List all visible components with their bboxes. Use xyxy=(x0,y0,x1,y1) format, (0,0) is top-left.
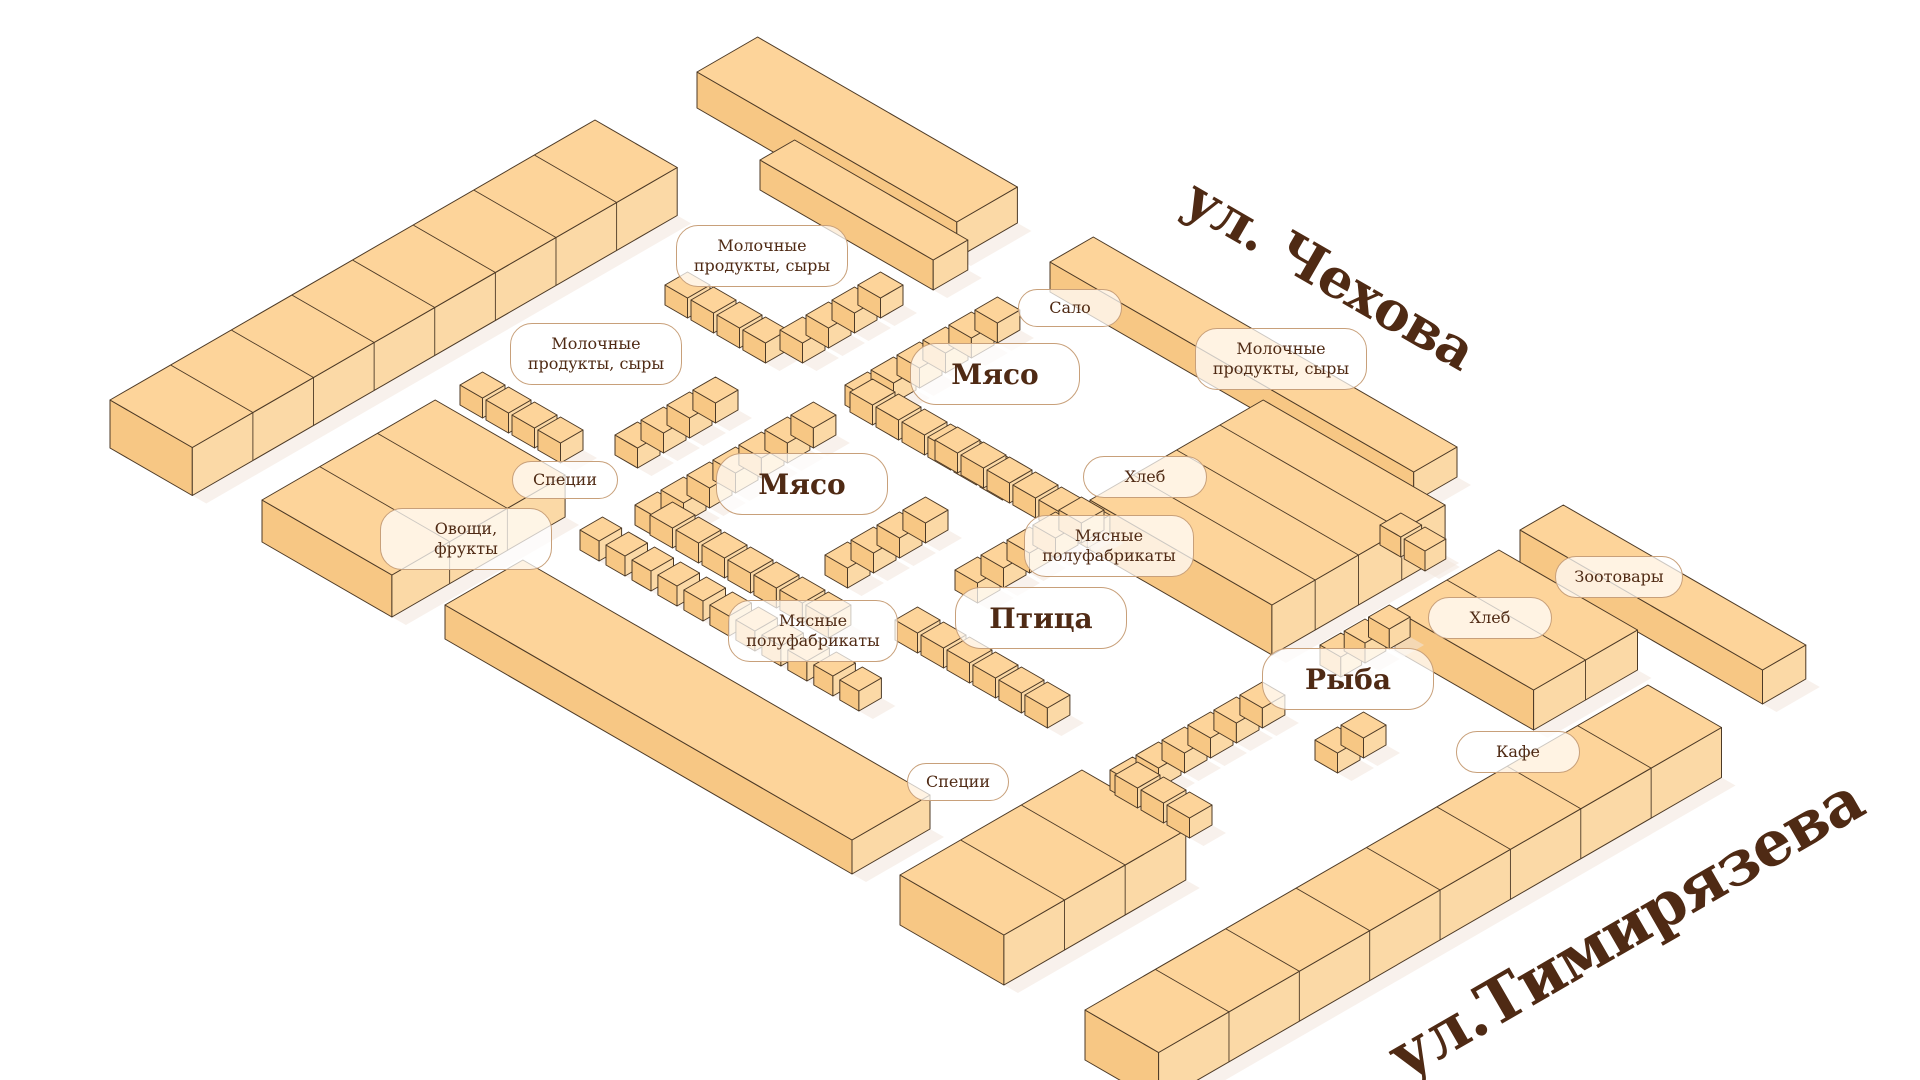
block-shadow xyxy=(802,350,839,371)
stall xyxy=(1140,776,1187,804)
stall xyxy=(875,393,922,421)
stall xyxy=(701,531,748,559)
stall xyxy=(485,386,532,414)
stall xyxy=(1114,761,1161,789)
label-poultry[interactable]: Птица xyxy=(955,587,1127,649)
hall-top xyxy=(696,36,1018,223)
stall xyxy=(579,516,623,542)
label-semi-meat-left[interactable]: Мясные полуфабрикаты xyxy=(728,600,898,662)
label-meat-left[interactable]: Мясо xyxy=(716,453,888,515)
stall xyxy=(690,286,737,314)
label-semi-meat-right[interactable]: Мясные полуфабрикаты xyxy=(1024,515,1194,577)
block-shadow xyxy=(715,410,752,431)
block-shadow xyxy=(1047,715,1084,736)
label-bread-right[interactable]: Хлеб xyxy=(1428,597,1552,639)
block-shadow xyxy=(1271,555,1460,663)
stall xyxy=(683,576,726,602)
stall xyxy=(657,561,700,587)
block-shadow xyxy=(1337,760,1374,781)
label-spices-left[interactable]: Специи xyxy=(512,461,618,499)
stall xyxy=(790,401,837,429)
block-shadow xyxy=(663,440,700,461)
stall xyxy=(692,376,739,404)
block-shadow xyxy=(899,545,936,566)
stall xyxy=(716,301,763,329)
block-shadow xyxy=(847,575,884,596)
label-fish[interactable]: Рыба xyxy=(1262,648,1434,710)
stall xyxy=(459,371,506,399)
block-shadow xyxy=(192,215,692,504)
stall xyxy=(1024,681,1071,709)
stall xyxy=(1340,711,1387,739)
stall xyxy=(986,456,1033,484)
block-shadow xyxy=(1197,777,1736,1080)
stall xyxy=(779,576,826,604)
stall xyxy=(1379,512,1423,538)
block-shadow xyxy=(852,829,944,882)
label-bread-center[interactable]: Хлеб xyxy=(1083,456,1207,498)
label-vegetables[interactable]: Овощи, фрукты xyxy=(380,508,552,570)
stall xyxy=(1403,526,1447,552)
label-salo[interactable]: Сало xyxy=(1018,289,1122,327)
label-dairy-right[interactable]: Молочные продукты, сыры xyxy=(1195,328,1367,390)
stall xyxy=(727,546,774,574)
block-shadow xyxy=(1184,760,1221,781)
block-shadow xyxy=(925,530,962,551)
stall xyxy=(998,666,1045,694)
block-shadow xyxy=(1003,880,1200,993)
stall xyxy=(605,531,648,557)
stall xyxy=(849,378,896,406)
stall xyxy=(675,516,722,544)
block-shadow xyxy=(637,455,674,476)
stall xyxy=(894,606,941,634)
stall xyxy=(934,426,981,454)
stall xyxy=(1368,604,1411,630)
stall xyxy=(902,496,949,524)
block-shadow xyxy=(873,560,910,581)
stall xyxy=(857,271,904,299)
block-shadow xyxy=(880,305,917,326)
stall xyxy=(839,666,882,692)
hall-top-inner xyxy=(759,139,969,261)
block-shadow xyxy=(689,425,726,446)
block-shadow xyxy=(1189,825,1226,846)
block-shadow xyxy=(854,320,891,341)
label-meat-right[interactable]: Мясо xyxy=(910,343,1080,405)
stall xyxy=(511,401,558,429)
block-shadow xyxy=(956,223,1032,266)
block-shadow xyxy=(828,335,865,356)
block-shadow xyxy=(933,270,982,298)
block-shadow xyxy=(1762,679,1820,712)
stall xyxy=(972,651,1019,679)
stall xyxy=(631,546,674,572)
block-shadow xyxy=(1262,715,1299,736)
block-shadow xyxy=(1425,559,1460,579)
stall xyxy=(537,416,584,444)
block-shadow xyxy=(813,435,850,456)
label-spices-bottom[interactable]: Специи xyxy=(907,763,1009,801)
label-pet[interactable]: Зоотовары xyxy=(1555,556,1683,598)
block-shadow xyxy=(1363,745,1400,766)
label-dairy-top[interactable]: Молочные продукты, сыры xyxy=(676,225,848,287)
stall xyxy=(1166,791,1213,819)
stall xyxy=(649,501,696,529)
stall xyxy=(1012,471,1059,499)
block-shadow xyxy=(1236,730,1273,751)
label-dairy-left[interactable]: Молочные продукты, сыры xyxy=(510,323,682,385)
block-shadow xyxy=(858,698,896,719)
block-shadow xyxy=(1533,670,1652,738)
block-shadow xyxy=(1210,745,1247,766)
label-cafe[interactable]: Кафе xyxy=(1456,731,1580,773)
stall xyxy=(753,561,800,589)
stall xyxy=(901,408,948,436)
stall xyxy=(960,441,1007,469)
